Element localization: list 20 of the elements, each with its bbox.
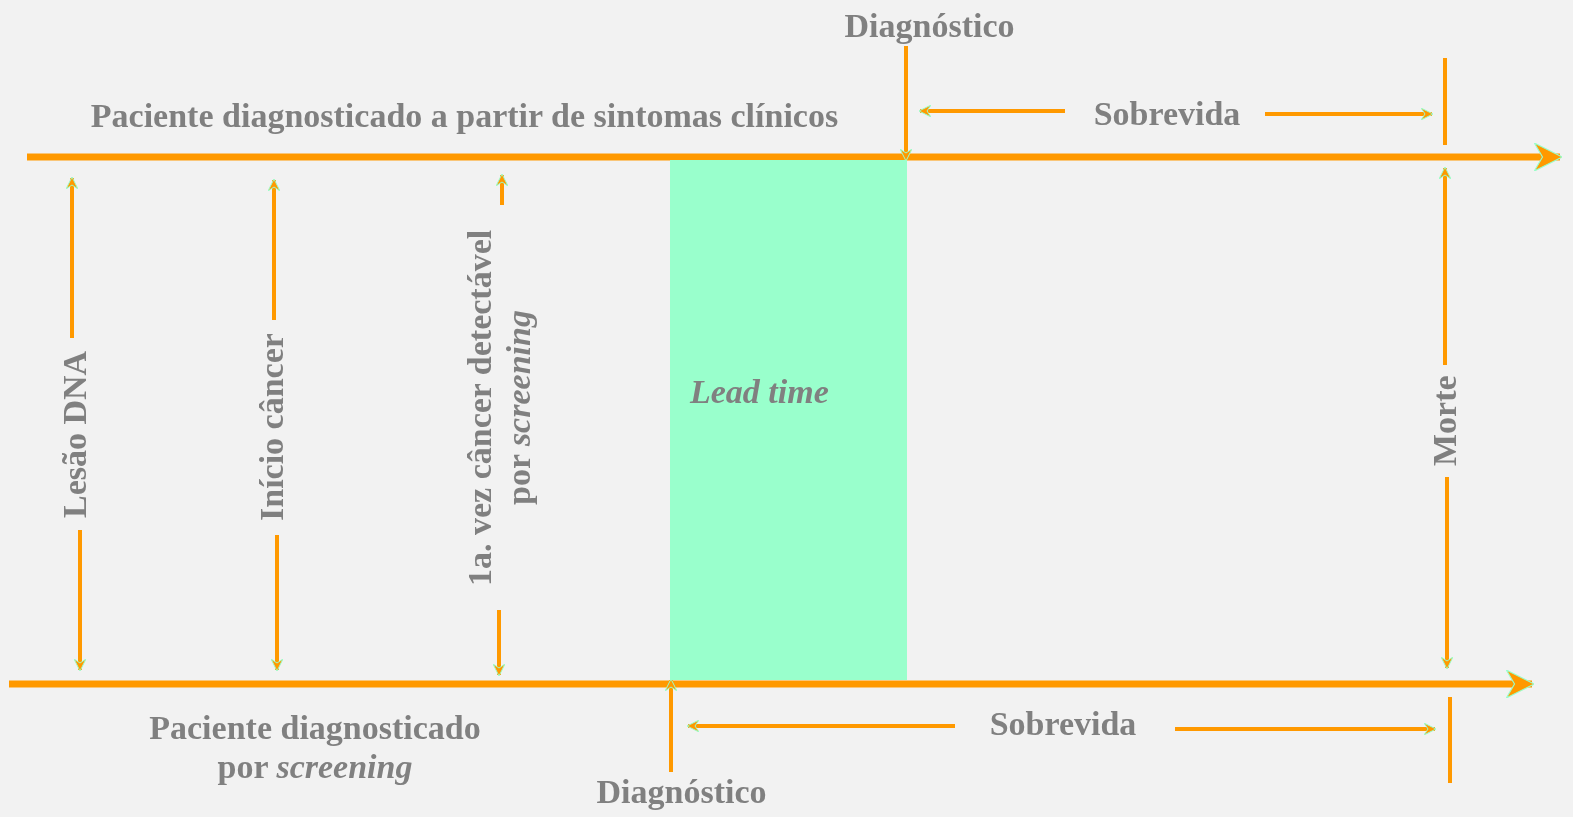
arrow [1438,166,1452,365]
arrow [73,530,87,672]
event-label: Morte [1425,365,1467,477]
arrow [1440,477,1454,670]
event-label: Lesão DNA [55,338,97,530]
duration-label: Sobrevida [1092,94,1242,134]
arrow [495,173,509,205]
event-label: Diagnóstico [584,772,779,812]
event-label: Início câncer [252,320,294,535]
arrow [492,610,506,677]
arrow [664,678,678,772]
duration-label: Sobrevida [988,704,1138,744]
arrow [267,178,281,320]
timeline-title: Paciente diagnosticado a partir de sintomas clínicos [89,96,840,136]
timeline-title: Paciente diagnosticado por screening [148,708,482,787]
arrow [65,176,79,338]
event-label: Diagnóstico [832,6,1027,46]
arrow [270,535,284,672]
lead-time-band: Lead time [670,160,907,680]
arrow [899,46,913,162]
